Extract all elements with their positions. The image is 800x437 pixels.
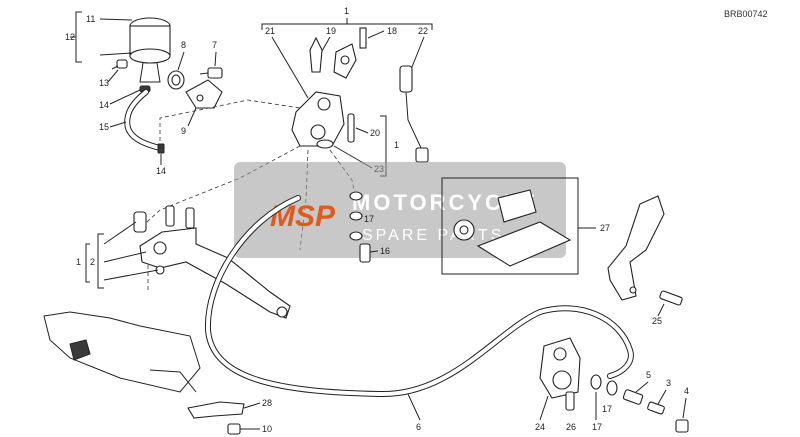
bolt-25 <box>659 290 683 306</box>
reservoir-bracket-bracket <box>70 11 82 63</box>
callout-11: 11 <box>86 14 95 24</box>
screw-7 <box>199 67 223 79</box>
banjo-bolt-washers <box>349 191 363 241</box>
bolt-26 <box>565 391 575 411</box>
callout-15: 15 <box>99 122 109 132</box>
callout-13: 13 <box>99 78 109 88</box>
callout-21: 21 <box>265 26 275 36</box>
hose-guide-bracket <box>187 401 245 419</box>
callout-28: 28 <box>262 398 272 408</box>
callout-14-upper: 14 <box>99 100 109 110</box>
callout-19: 19 <box>326 26 336 36</box>
reservoir-mounting-bracket <box>185 79 223 109</box>
callout-1-right: 1 <box>394 140 399 150</box>
callout-16: 16 <box>380 246 390 256</box>
lever-bushing <box>133 211 147 233</box>
bracket-group-1 <box>261 23 433 30</box>
hose-clamp-lower <box>157 143 165 154</box>
callout-3: 3 <box>666 378 671 388</box>
callout-7: 7 <box>212 40 217 50</box>
slave-washers <box>590 374 618 396</box>
bolt-16 <box>359 243 371 263</box>
bleed-valve <box>309 36 323 73</box>
callout-17-upper: 17 <box>364 214 374 224</box>
rubber-grommet <box>167 70 185 90</box>
callout-8: 8 <box>181 40 186 50</box>
lever-adjuster <box>165 205 195 229</box>
callout-25: 25 <box>652 316 662 326</box>
clutch-switch <box>399 65 429 163</box>
clutch-hose <box>204 195 634 398</box>
clutch-lever <box>139 227 291 319</box>
slave-cylinder <box>539 337 581 399</box>
callout-26: 26 <box>566 422 576 432</box>
callout-4: 4 <box>684 386 689 396</box>
bleeder-screw-3 <box>647 401 665 415</box>
engine-case-outline <box>43 311 201 393</box>
callout-9: 9 <box>181 126 186 136</box>
cap-4 <box>675 419 689 433</box>
callout-22: 22 <box>418 26 428 36</box>
banjo-fitting-5 <box>622 389 644 405</box>
bracket-lever-group <box>97 233 104 289</box>
callout-2: 2 <box>90 257 95 267</box>
callout-27: 27 <box>600 223 610 233</box>
callout-1-left: 1 <box>76 257 81 267</box>
master-cylinder-body <box>291 91 345 149</box>
diagram-code: BRB00742 <box>724 9 768 19</box>
callout-10: 10 <box>262 424 272 434</box>
fluid-reservoir <box>129 17 171 83</box>
callout-17-lower-b: 17 <box>602 404 612 414</box>
callout-6: 6 <box>416 422 421 432</box>
callout-12: 12 <box>65 32 75 42</box>
banjo-fitting <box>333 27 367 79</box>
repair-kit-box <box>441 177 579 275</box>
reservoir-hose <box>124 89 163 151</box>
callout-1-top: 1 <box>344 6 349 16</box>
clutch-cover-bracket <box>607 195 665 301</box>
callout-20: 20 <box>370 128 380 138</box>
callout-24: 24 <box>535 422 545 432</box>
callout-18: 18 <box>387 26 397 36</box>
callout-5: 5 <box>646 370 651 380</box>
callout-17-lower-a: 17 <box>592 422 602 432</box>
pin-20 <box>347 113 355 143</box>
bolt-10 <box>227 423 241 435</box>
watermark-line2: SPARE PARTS <box>362 227 504 244</box>
callout-14-lower: 14 <box>156 166 166 176</box>
screw-13 <box>111 59 128 70</box>
